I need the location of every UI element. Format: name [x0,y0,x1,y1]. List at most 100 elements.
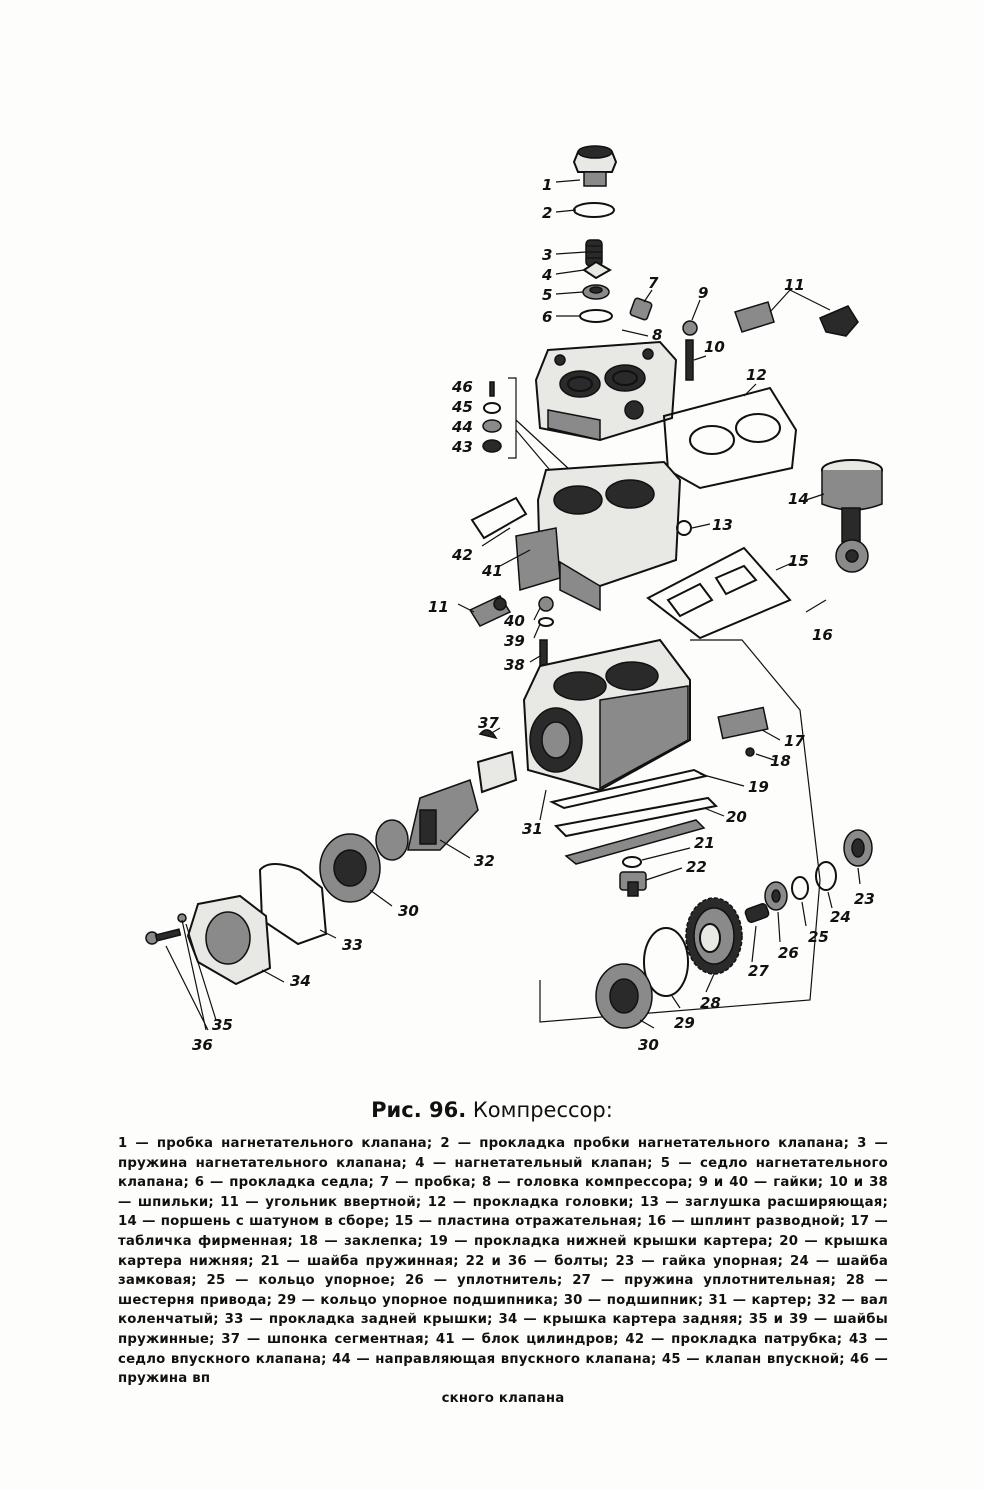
callout-41: 41 [481,562,503,580]
legend-text: 1 — пробка нагнетательного клапана; 2 — … [118,1136,888,1387]
part-21-spring-washer [622,856,642,868]
part-29-bearing-ring [643,927,689,997]
part-15-baffle-plate [646,546,792,640]
part-8-compressor-head [534,340,678,442]
callout-5: 5 [542,286,552,304]
compressor-exploded-view: 1 2 3 4 5 6 7 8 9 10 11 12 13 14 15 16 1… [145,145,883,1054]
figure-caption-title: Рис. 96. Компрессор: [0,1098,984,1122]
part-18-rivet [745,747,755,757]
leaders-35-36 [165,919,217,1031]
callout-26: 26 [778,944,799,962]
callout-16: 16 [812,626,833,644]
callout-27: 27 [748,962,769,980]
part-12-head-gasket [662,386,798,490]
callout-46: 46 [451,378,473,396]
callout-35: 35 [212,1016,233,1034]
callout-43: 43 [451,438,473,456]
callout-31: 31 [522,820,543,838]
part-20-bottom-cover [553,796,719,865]
part-42-flange-gasket [470,496,528,540]
callout-24: 24 [830,908,851,926]
callout-36: 36 [192,1036,213,1054]
callout-numbers: 1 2 3 4 5 6 7 8 9 10 11 12 13 14 15 16 1… [192,176,875,1054]
part-14-piston-rod [821,459,883,573]
callout-39: 39 [504,632,525,650]
callout-40: 40 [503,612,525,630]
part-7-plug [629,297,653,321]
figure-legend: 1 — пробка нагнетательного клапана; 2 — … [118,1134,888,1408]
part-27-seal-spring [744,903,770,923]
callout-12: 12 [746,366,767,384]
part-17-nameplate [717,706,769,740]
callout-13: 13 [712,516,733,534]
part-28-drive-gear [685,897,743,975]
part-34-rear-cover [186,894,272,986]
callout-3: 3 [542,246,552,264]
part-30-bearing-left [319,833,381,903]
part-5-seat [582,284,610,300]
callout-1: 1 [542,176,552,194]
callout-14: 14 [788,490,809,508]
callout-33: 33 [342,936,363,954]
part-40-nut [538,596,554,612]
part-26-seal [764,881,788,911]
part-11-elbow-side [468,595,512,627]
callout-29: 29 [674,1014,695,1032]
callout-17: 17 [784,732,805,750]
callout-30-left: 30 [398,902,419,920]
callout-34: 34 [290,972,311,990]
part-16-cotter-pin [805,599,827,613]
intake-valve-parts [482,377,571,483]
part-10-stud [685,339,694,381]
part-11-elbow-top [734,301,859,337]
callout-7: 7 [648,274,659,292]
part-41-cylinder-block [515,460,682,612]
part-13-expansion-plug [676,520,692,536]
part-1-plug [572,145,618,187]
callout-18: 18 [770,752,791,770]
callout-11-side: 11 [428,598,449,616]
part-37-segment-key [478,729,498,740]
part-23-thrust-nut [843,829,873,867]
callout-28: 28 [700,994,721,1012]
callout-11-top: 11 [784,276,805,294]
callout-42: 42 [451,546,473,564]
callout-38: 38 [504,656,525,674]
callout-15: 15 [788,552,809,570]
part-39-spring-washer [538,617,554,627]
figure-number: Рис. 96. [371,1098,467,1122]
callout-6: 6 [542,308,552,326]
callout-22: 22 [686,858,707,876]
callout-20: 20 [726,808,747,826]
callout-8: 8 [652,326,662,344]
part-24-lock-washer [815,861,837,891]
callout-10: 10 [704,338,725,356]
part-25-thrust-ring [791,876,809,900]
legend-tail: скного клапана [441,1390,565,1406]
part-22-bolt [619,871,647,897]
callout-9: 9 [698,284,708,302]
callout-45: 45 [451,398,473,416]
callout-37: 37 [478,714,499,732]
part-2-gasket [573,202,615,218]
callout-2: 2 [542,204,552,222]
callout-4: 4 [541,266,552,284]
part-31-crankcase [522,638,821,1023]
part-30-bearing-right [595,963,653,1029]
callout-21: 21 [694,834,715,852]
callout-32: 32 [474,852,495,870]
callout-23: 23 [854,890,875,908]
part-4-valve [582,260,613,280]
figure-title: Компрессор: [472,1098,613,1122]
leader-lines [261,179,861,1029]
part-3-spring [585,239,603,267]
callout-19: 19 [748,778,769,796]
callout-44: 44 [451,418,473,436]
part-9-nut [682,320,698,336]
part-33-rear-gasket [258,863,328,946]
callout-25: 25 [808,928,829,946]
part-36-bolt [145,928,182,945]
part-6-seat-gasket [579,309,613,323]
part-32-crankshaft [375,750,518,861]
